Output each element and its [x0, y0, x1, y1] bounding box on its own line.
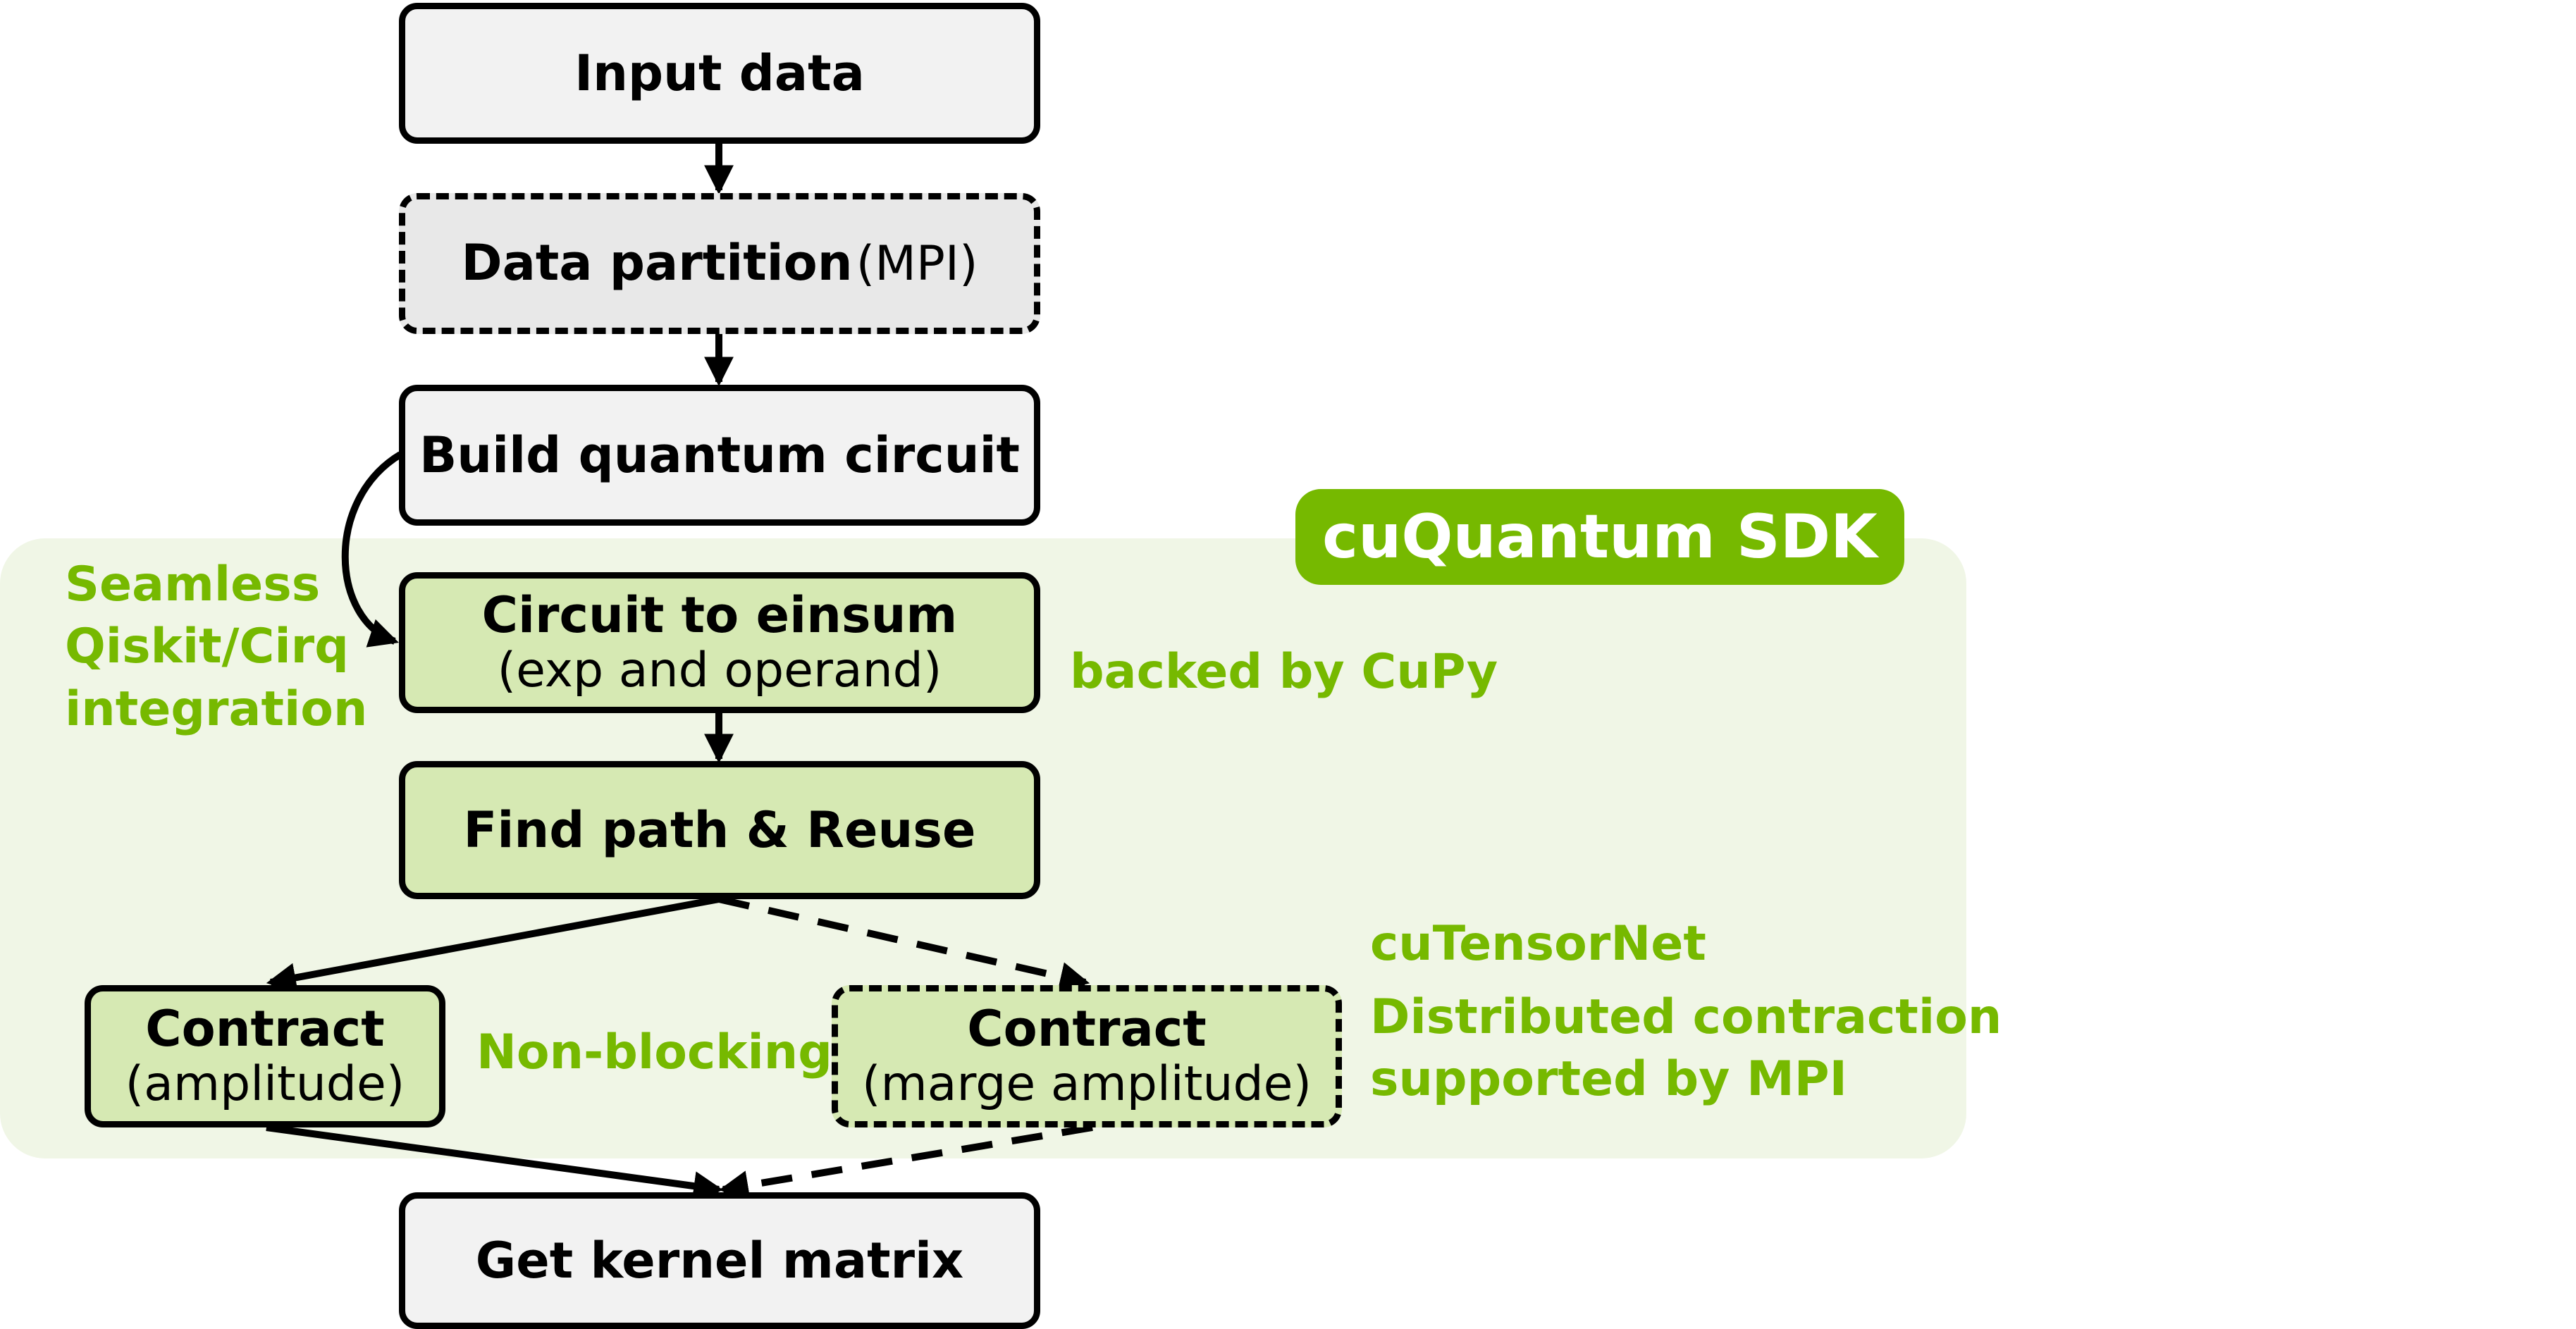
- step-find-path: Find path & Reuse: [399, 761, 1040, 899]
- note-seamless-line-3: integration: [65, 681, 368, 737]
- step-get-kernel-matrix: Get kernel matrix: [399, 1192, 1040, 1329]
- note-seamless-integration: Seamless Qiskit/Cirq integration: [65, 554, 367, 741]
- step-build-circuit: Build quantum circuit: [399, 385, 1040, 526]
- step-circuit-to-einsum: Circuit to einsum (exp and operand): [399, 572, 1040, 713]
- step-input-data: Input data: [399, 3, 1040, 144]
- step-data-partition-label: Data partition: [461, 234, 853, 292]
- step-contract-amplitude-sub: (amplitude): [125, 1056, 405, 1113]
- note-cutensornet: cuTensorNet: [1370, 916, 1706, 972]
- note-distributed-line-2: supported by MPI: [1370, 1051, 1847, 1108]
- note-non-blocking: Non-blocking: [476, 1025, 832, 1080]
- step-data-partition-suffix: (MPI): [856, 236, 978, 292]
- step-circuit-to-einsum-sub: (exp and operand): [497, 643, 942, 699]
- step-contract-marge-amplitude: Contract (marge amplitude): [832, 985, 1342, 1127]
- step-input-data-label: Input data: [574, 44, 865, 102]
- step-build-circuit-label: Build quantum circuit: [419, 426, 1021, 484]
- note-distributed-line-1: Distributed contraction: [1370, 989, 2002, 1045]
- step-find-path-label: Find path & Reuse: [463, 801, 976, 859]
- step-get-kernel-matrix-label: Get kernel matrix: [475, 1231, 964, 1290]
- step-contract-marge-amplitude-label: Contract: [967, 999, 1207, 1058]
- cuquantum-sdk-badge: cuQuantum SDK: [1295, 489, 1904, 585]
- step-data-partition: Data partition (MPI): [399, 193, 1040, 334]
- step-contract-amplitude-label: Contract: [145, 999, 385, 1058]
- note-seamless-line-2: Qiskit/Cirq: [65, 619, 349, 675]
- note-distributed-contraction: Distributed contraction supported by MPI: [1370, 987, 2002, 1111]
- note-backed-by-cupy: backed by CuPy: [1070, 644, 1498, 700]
- note-seamless-line-1: Seamless: [65, 557, 321, 612]
- step-contract-marge-amplitude-sub: (marge amplitude): [862, 1056, 1312, 1113]
- step-circuit-to-einsum-label: Circuit to einsum: [481, 586, 958, 644]
- step-contract-amplitude: Contract (amplitude): [85, 985, 445, 1127]
